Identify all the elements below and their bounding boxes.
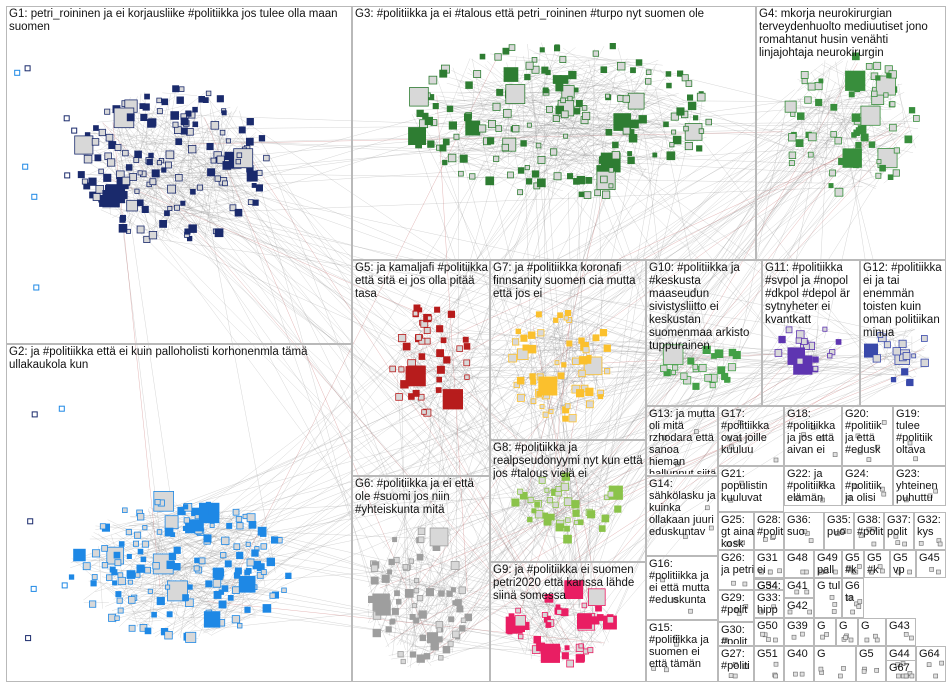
group-label: G (817, 620, 837, 632)
group-label: G29: #polit (721, 592, 755, 616)
group-label: G8: #politiikka ja realpseudonyymi nyt k… (493, 442, 643, 481)
group-label: G5 #k (867, 552, 891, 576)
group-label: G9: ja #politiikka ei suomen petri2020 e… (493, 564, 643, 603)
group-label: G67 (889, 662, 917, 674)
group-label: G45 (919, 552, 947, 564)
group-label: G6 ta (845, 580, 865, 604)
group-label: G31 ei (757, 552, 785, 576)
group-label: G28: #polit (757, 514, 785, 538)
group-label: G30: #polit (721, 624, 755, 644)
group-label: G48 (787, 552, 815, 564)
group-label: G40 (787, 648, 815, 660)
group-label: G27: #politi (721, 648, 755, 672)
group-label: G23: yhteinen puhuttu (896, 468, 945, 504)
group-label: G14: sähkölasku ja kuinka ollakaan juuri… (649, 478, 717, 538)
group-label: G1: petri_roininen ja ei korjausliike #p… (9, 8, 349, 34)
group-label: G36: suo (787, 514, 825, 538)
group-label: G (817, 648, 857, 660)
group-label: G5 #k (845, 552, 865, 576)
group-label: G32: kys (917, 514, 947, 538)
group-label: G16: #politiikka ja ei että mutta #edusk… (649, 558, 717, 606)
group-label: G54 (757, 580, 785, 592)
group-label: G44 (889, 648, 917, 660)
group-panel-g3 (352, 6, 756, 260)
group-label: G51 (757, 648, 785, 660)
group-label: G15: #politiikka ja suomen ei että tämän (649, 622, 717, 670)
group-label: G2: ja #politiikka että ei kuin pallohol… (9, 346, 329, 372)
group-label: G22: ja #politiikka elämän (787, 468, 841, 504)
group-label: G12: #politiikka ei ja tai enemmän toist… (863, 262, 945, 340)
group-label: G42 (787, 600, 815, 612)
group-label: G37: polit (887, 514, 915, 538)
group-label: G5 (859, 648, 887, 660)
group-label: G7: ja #politiikka koronafi finnsanity s… (493, 262, 643, 301)
group-label: G13: ja mutta oli mitä rzhodara että san… (649, 408, 717, 474)
group-label: G50 (757, 620, 785, 632)
group-label: G (839, 620, 859, 632)
group-label: G tul (817, 580, 843, 592)
group-label: G26: ja petri (721, 552, 755, 576)
group-label: G11: #politiikka #svpol ja #nopol #dkpol… (765, 262, 859, 327)
group-label: G17: #politiikka ovat joille kuuluu (721, 408, 783, 456)
group-label: G4: mkorja neurokirurgian terveydenhuolt… (759, 8, 945, 60)
group-label: G33: hipp (757, 592, 785, 616)
group-label: G5 vp (893, 552, 917, 576)
group-label: G (861, 620, 887, 632)
group-label: G38: #polit (857, 514, 885, 538)
group-label: G43 (889, 620, 917, 632)
group-label: G19: tulee #politiik oltava (896, 408, 945, 456)
group-label: G5: ja kamaljafi #politiikka että sitä e… (355, 262, 489, 301)
group-label: G6: #politiikka ja ei että ole #suomi jo… (355, 478, 489, 517)
group-label: G25: gt aina kosk (721, 514, 755, 548)
group-panel-g1 (6, 6, 352, 344)
group-panel-g2 (6, 344, 352, 682)
group-label: G39 (787, 620, 815, 632)
group-label: G35: puo (827, 514, 855, 538)
group-label: G10: #politiikka ja #keskusta maaseudun … (649, 262, 761, 353)
group-label: G3: #politiikka ja ei #talous että petri… (355, 8, 755, 21)
group-label: G64 (919, 648, 947, 660)
group-label: G49 pall (817, 552, 843, 576)
group-label: G18: #politiikka ja jos että aivan ei (787, 408, 841, 456)
group-label: G21: populistin kuuluvat (721, 468, 783, 504)
group-label: G20: #politiik ja että #edusk (845, 408, 892, 456)
group-label: G41 (787, 580, 815, 592)
group-label: G24: #politiik ja olisi (845, 468, 892, 504)
